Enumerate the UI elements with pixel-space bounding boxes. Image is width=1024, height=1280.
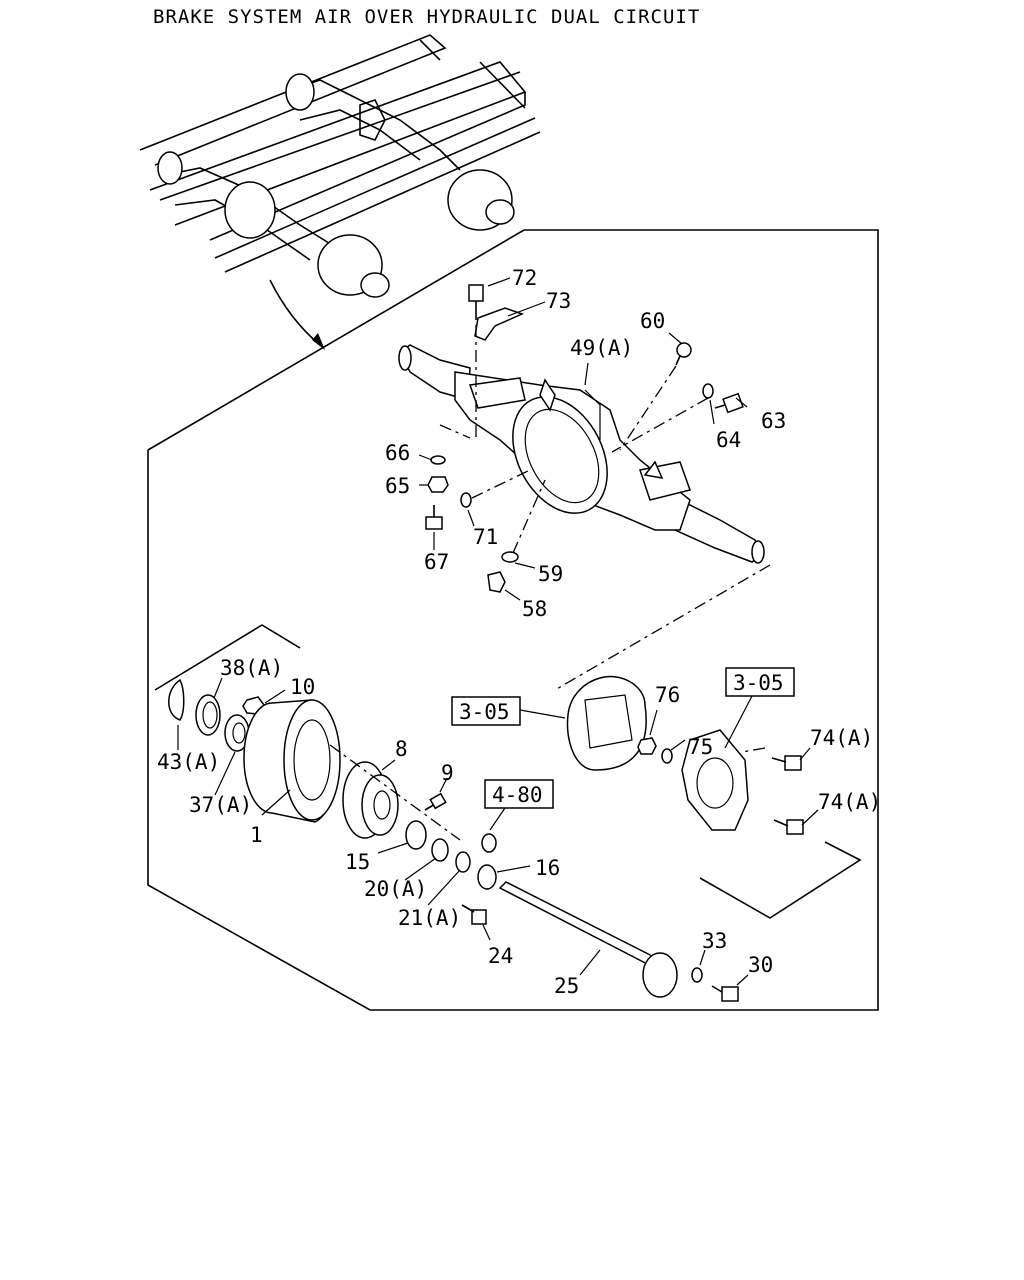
detail-frame [147,229,879,1011]
callout-labels: 72 73 60 49(A) 63 64 66 65 71 67 59 58 3… [157,266,881,998]
callout-73: 73 [546,289,571,313]
callout-15: 15 [345,850,370,874]
ref-box-3-05-left[interactable]: 3-05 [451,696,521,726]
callout-75: 75 [688,735,713,759]
callout-37a: 37(A) [189,793,252,817]
callout-8: 8 [395,737,408,761]
ref-box-3-05-right[interactable]: 3-05 [725,667,795,697]
callout-60: 60 [640,309,665,333]
callout-64: 64 [716,428,741,452]
ref-label: 3-05 [459,700,510,724]
hub-centerline [329,744,461,841]
callout-25: 25 [554,974,579,998]
callout-10: 10 [290,675,315,699]
callout-74a-upper: 74(A) [810,726,873,750]
callout-72: 72 [512,266,537,290]
housing-dashed-leaders [439,325,771,691]
ref-box-4-80[interactable]: 4-80 [484,779,554,809]
callout-58: 58 [522,597,547,621]
ref-label: 3-05 [733,671,784,695]
callout-76: 76 [655,683,680,707]
callout-38a: 38(A) [220,656,283,680]
callout-30: 30 [748,953,773,977]
callout-43a: 43(A) [157,750,220,774]
callout-66: 66 [385,441,410,465]
callout-59: 59 [538,562,563,586]
ref-label: 4-80 [492,783,543,807]
callout-49a: 49(A) [570,336,633,360]
vehicle-chassis-overview [139,34,541,350]
callout-67: 67 [424,550,449,574]
brake-backing-plate-group [566,675,862,919]
axle-housing-assembly [398,344,765,564]
callout-74a-lower: 74(A) [818,790,881,814]
callout-16: 16 [535,856,560,880]
callout-leaders [177,277,819,986]
callout-65: 65 [385,474,410,498]
callout-9: 9 [441,761,454,785]
callout-24: 24 [488,944,513,968]
callout-33: 33 [702,929,727,953]
callout-1: 1 [250,823,263,847]
callout-20a: 20(A) [364,877,427,901]
callout-21a: 21(A) [398,906,461,930]
callout-71: 71 [473,525,498,549]
callout-63: 63 [761,409,786,433]
diagram-title: BRAKE SYSTEM AIR OVER HYDRAULIC DUAL CIR… [153,6,701,28]
